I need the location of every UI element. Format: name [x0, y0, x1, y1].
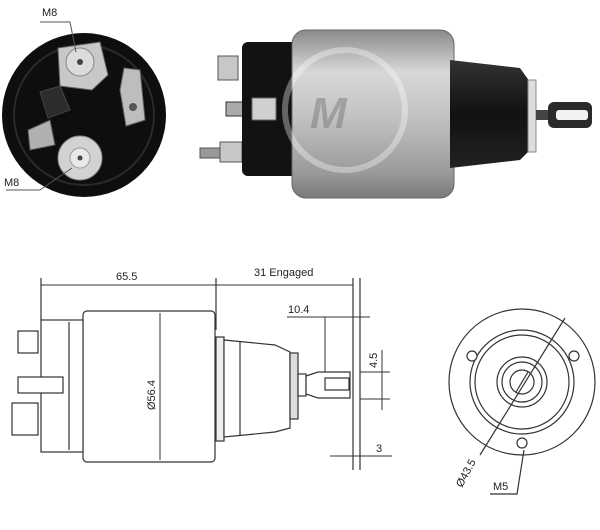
end-drawing: [448, 308, 596, 495]
body-diameter-label: Ø56.4: [146, 380, 158, 410]
end-view-photo: [2, 33, 166, 197]
bolt-circle-label: Ø43.5: [454, 457, 479, 489]
m8-top-label: M8: [42, 7, 57, 19]
side-view-photo: M: [199, 29, 592, 199]
fork-offset-label: 3: [376, 443, 382, 455]
m5-label: M5: [493, 481, 508, 493]
dimension-lines: [41, 284, 392, 460]
m8-top-callout: [40, 21, 77, 53]
plunger-travel-label: 31 Engaged: [254, 267, 313, 279]
side-drawing: [11, 278, 361, 470]
fork-length-label: 10.4: [288, 304, 309, 316]
body-length-label: 65.5: [116, 271, 137, 283]
m8-bottom-label: M8: [4, 177, 19, 189]
fork-slot-label: 4.5: [368, 353, 380, 368]
svg-text:M: M: [310, 89, 348, 138]
m8-bottom-callout: [6, 167, 73, 191]
logo-watermark-icon: [282, 47, 408, 173]
